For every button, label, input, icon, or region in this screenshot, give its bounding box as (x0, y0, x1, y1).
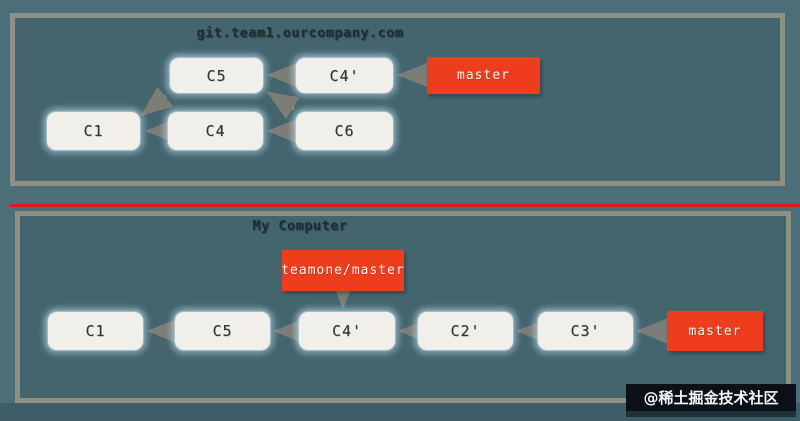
commit-node-c1-local: C1 (48, 312, 143, 350)
commit-node-c6-remote: C6 (296, 112, 393, 150)
watermark-badge: @稀土掘金技术社区 (626, 384, 796, 411)
commit-node-c1-remote: C1 (47, 112, 140, 150)
branch-label-master-remote: master (427, 57, 540, 94)
commit-node-c2prime-local: C2' (418, 312, 513, 350)
panel-title-remote-server: git.team1.ourcompany.com (196, 25, 404, 41)
panel-title-my-computer: My Computer (252, 218, 348, 234)
commit-node-c3prime-local: C3' (538, 312, 633, 350)
commit-node-c4prime-remote: C4' (296, 58, 393, 93)
commit-node-c5-local: C5 (175, 312, 270, 350)
branch-label-teamone-master: teamone/master (281, 250, 404, 291)
commit-node-c4-remote: C4 (168, 112, 263, 150)
footer-strip (0, 403, 800, 421)
panel-remote-server (10, 13, 785, 186)
commit-node-c5-remote: C5 (170, 58, 263, 93)
red-divider-line (10, 204, 800, 207)
branch-label-master-local: master (667, 311, 763, 351)
commit-node-c4prime-local: C4' (299, 312, 395, 350)
watermark-text: @稀土掘金技术社区 (643, 389, 779, 407)
panel-my-computer (15, 211, 791, 403)
